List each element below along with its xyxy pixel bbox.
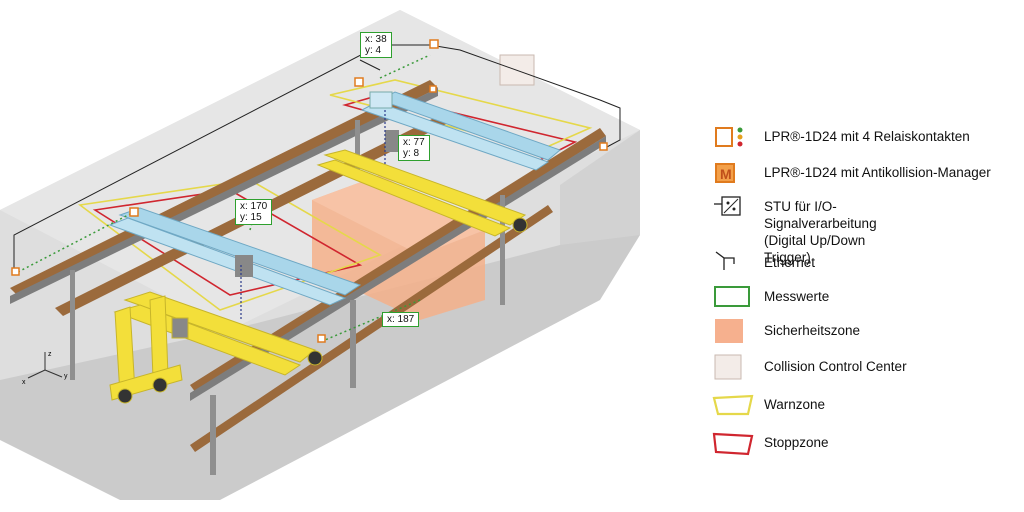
- stu-icon: [714, 196, 741, 216]
- stop-zone-icon: [712, 432, 754, 456]
- bridge-crane-lower: [108, 207, 362, 306]
- axes-icon: [27, 352, 63, 379]
- legend-label: LPR®-1D24 mit 4 Relaiskontakten: [764, 129, 970, 144]
- measurement-label: x: 77 y: 8: [398, 135, 430, 161]
- legend-label: Collision Control Center: [764, 359, 907, 374]
- ethernet-icon: [715, 251, 735, 270]
- measurement-label: x: 38 y: 4: [360, 32, 392, 58]
- collision-control-center-icon: [714, 354, 742, 380]
- measured-values-icon: [714, 286, 750, 307]
- safety-zone-icon: [715, 319, 743, 343]
- legend-label: Messwerte: [764, 289, 830, 304]
- legend-label: Stoppzone: [764, 435, 829, 450]
- legend-label: STU für I/O-Signalverarbeitung (Digital …: [764, 199, 877, 265]
- gantry-crane: [109, 291, 323, 404]
- axis-y: y: [64, 373, 68, 380]
- ethernet-lines: [13, 44, 621, 272]
- legend-label: Warnzone: [764, 397, 826, 412]
- axis-x: x: [22, 379, 26, 386]
- bridge-crane-upper: [360, 91, 561, 171]
- axis-z: z: [48, 351, 52, 358]
- legend-label: Ethernet: [764, 255, 816, 270]
- lpr-anticollision-icon: M: [715, 163, 735, 183]
- warning-zone-icon: [712, 394, 754, 416]
- svg-text:M: M: [720, 166, 732, 182]
- legend-label: Sicherheitszone: [764, 323, 861, 338]
- sensors: [11, 39, 608, 343]
- legend-label: LPR®-1D24 mit Antikollision-Manager: [764, 165, 991, 180]
- height-lines: [240, 110, 386, 320]
- yellow-crane-upper: [316, 149, 528, 237]
- measurement-label: x: 187: [382, 312, 420, 327]
- lpr-relay-icon: [715, 127, 743, 147]
- measurement-label: x: 170 y: 15: [235, 199, 273, 225]
- columns: [70, 120, 505, 475]
